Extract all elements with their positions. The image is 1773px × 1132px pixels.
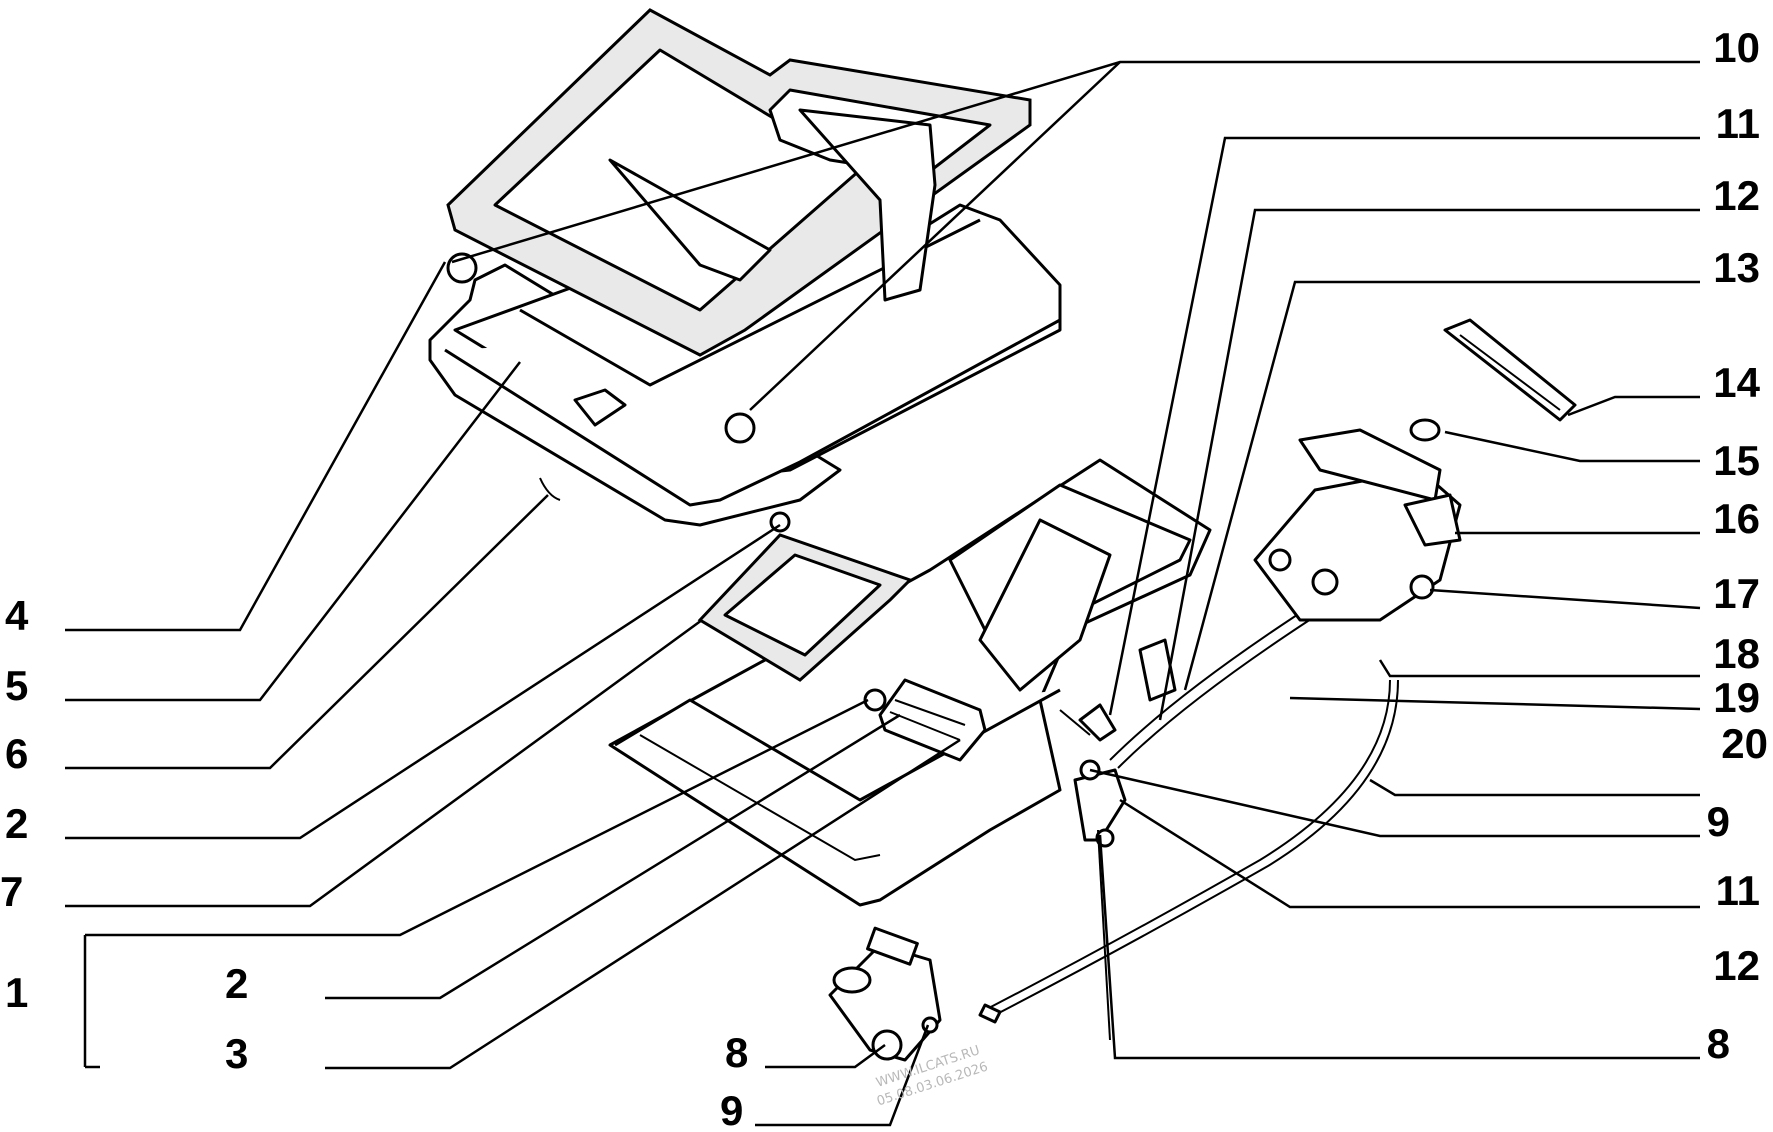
knob-15	[1409, 418, 1441, 442]
callout-3: 3	[225, 1030, 248, 1077]
callout-9-right: 9	[1707, 798, 1730, 845]
callout-2-lower: 2	[225, 960, 248, 1007]
callout-10: 10	[1713, 24, 1760, 71]
callout-2-upper: 2	[5, 800, 28, 847]
callout-15: 15	[1713, 437, 1760, 484]
callout-labels-bottom: 8 9	[720, 1029, 748, 1132]
callout-11-lower: 11	[1716, 867, 1760, 914]
leaders-left	[65, 261, 961, 1127]
knob-17	[1409, 574, 1435, 600]
callout-9-bottom: 9	[720, 1087, 743, 1132]
callout-8-bottom: 8	[725, 1029, 748, 1076]
callout-6: 6	[5, 730, 28, 777]
callout-12-lower: 12	[1713, 942, 1760, 989]
callout-17: 17	[1713, 570, 1760, 617]
callout-13: 13	[1713, 244, 1760, 291]
callout-8-right: 8	[1707, 1020, 1730, 1067]
callout-labels-right: 10 11 12 13 14 15 16 17 18 19 20 9 11 12…	[1707, 24, 1768, 1067]
heater-control-unit	[1253, 318, 1577, 622]
callout-4: 4	[5, 592, 29, 639]
callout-19: 19	[1713, 674, 1760, 721]
trim-plate	[1443, 318, 1577, 422]
callout-14: 14	[1713, 359, 1760, 406]
callout-5: 5	[5, 662, 28, 709]
leaders-right	[451, 60, 1701, 1060]
upper-housing-cover	[428, 8, 1062, 527]
callout-labels-left: 4 5 6 2 7 1 2 3	[0, 592, 248, 1077]
callout-12: 12	[1713, 172, 1760, 219]
lever-assembly	[1073, 638, 1177, 1041]
callout-7: 7	[0, 868, 23, 915]
lower-housing	[608, 458, 1212, 907]
callout-1: 1	[5, 969, 28, 1016]
callout-16: 16	[1713, 495, 1760, 542]
callout-18: 18	[1713, 630, 1760, 677]
callout-11: 11	[1716, 100, 1760, 147]
heater-valve	[828, 926, 942, 1062]
control-cables	[978, 599, 1399, 1024]
callout-20: 20	[1721, 720, 1768, 767]
